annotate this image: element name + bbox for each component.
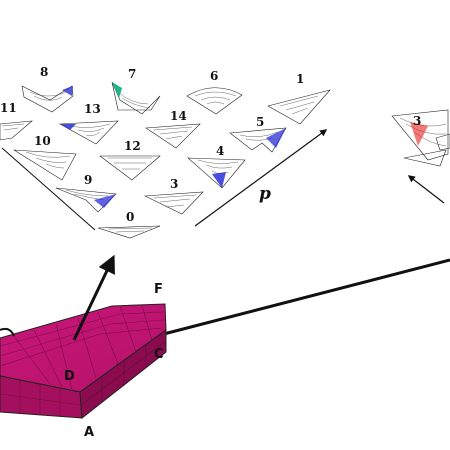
mode-shape-0 [97, 225, 161, 239]
mode-shape-11 [0, 120, 33, 141]
mode-label-0: 0 [126, 210, 134, 224]
mode-label-9: 9 [84, 173, 92, 187]
mode-label-11: 11 [0, 101, 17, 115]
mode-shape-9 [55, 187, 117, 213]
mode-shape-5 [229, 127, 287, 153]
mode-shape-8 [21, 85, 74, 113]
pointer-line-right [155, 258, 450, 338]
mode-label-14: 14 [170, 109, 187, 123]
mode-shape-12 [99, 155, 161, 181]
mode-label-12: 12 [124, 139, 141, 153]
right-mode-shape-b [403, 149, 447, 167]
right-cluster-label: 3 [413, 114, 421, 128]
corner-label-D: D [64, 369, 75, 384]
mode-label-7: 7 [128, 67, 136, 81]
mode-label-3: 3 [170, 177, 178, 191]
pointer-arrow-up [72, 254, 115, 341]
mode-label-1: 1 [296, 72, 304, 86]
slab-left-arc [0, 327, 15, 337]
mode-shape-7 [111, 81, 161, 115]
mode-shape-14 [145, 123, 201, 149]
right-cluster-arrow [407, 175, 445, 204]
right-mode-shape-c [435, 133, 450, 151]
axis-label-p: p [259, 184, 271, 204]
mode-label-10: 10 [34, 134, 51, 148]
mode-shape-4 [187, 157, 246, 189]
right-mode-shape-a [391, 109, 449, 161]
corner-label-F: F [154, 282, 163, 297]
mode-shape-3 [143, 191, 204, 215]
slab-block [0, 303, 167, 419]
slab-side-face [79, 329, 167, 419]
mode-label-8: 8 [40, 65, 48, 79]
mode-label-4: 4 [216, 144, 224, 158]
corner-label-A: A [84, 425, 94, 440]
mode-label-5: 5 [256, 115, 264, 129]
mode-label-6: 6 [210, 69, 218, 83]
fan-line-left [1, 147, 96, 231]
mode-label-13: 13 [84, 102, 101, 116]
mode-shape-1 [267, 89, 331, 125]
mode-shape-6 [186, 87, 243, 115]
corner-label-C: C [154, 347, 164, 362]
mode-shape-13 [58, 120, 119, 145]
mode-shape-10 [13, 149, 77, 181]
fan-line-right [194, 129, 328, 227]
